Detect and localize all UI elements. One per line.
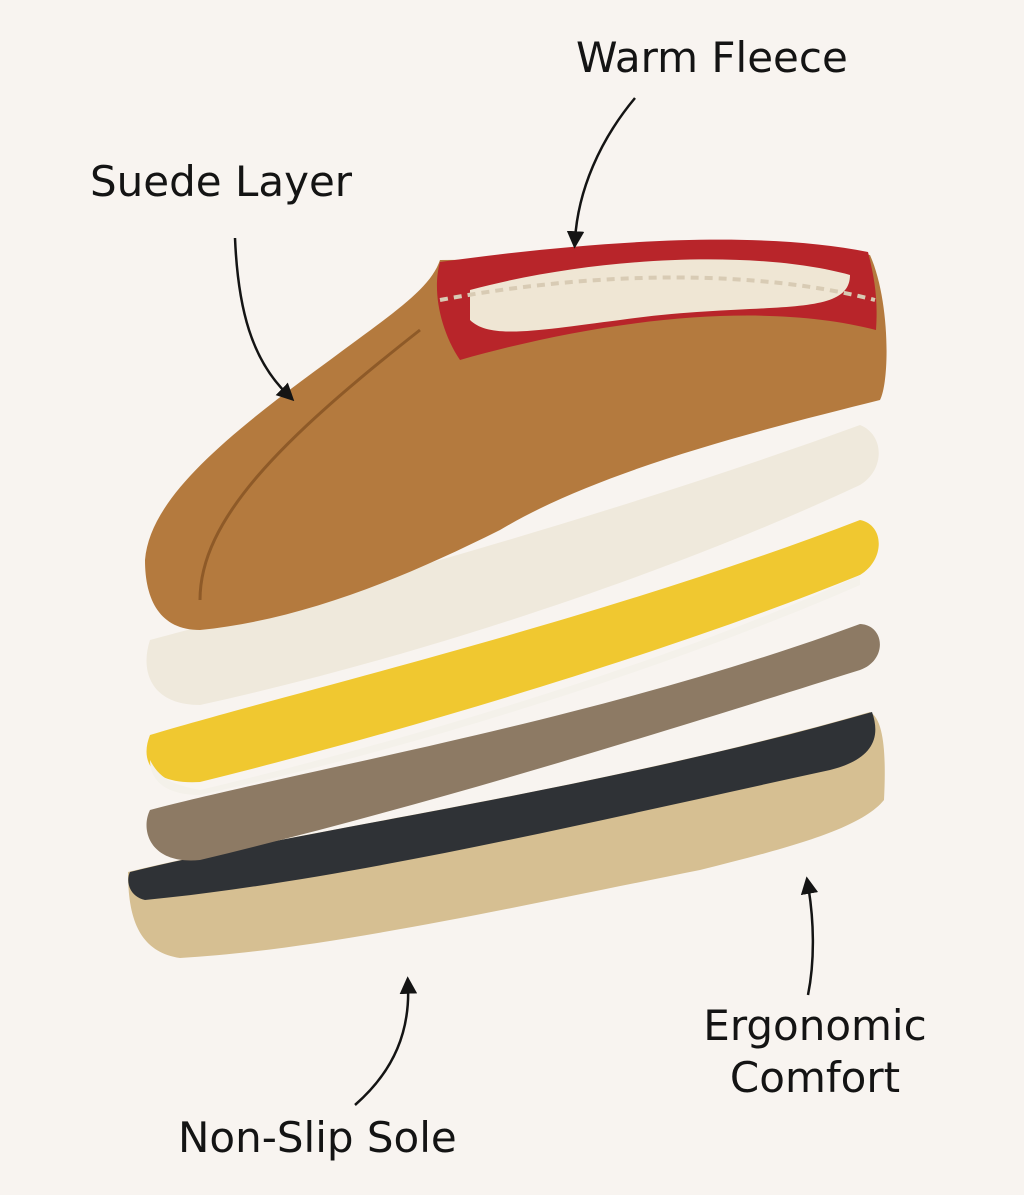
- arrow-warm-fleece: [566, 97, 636, 249]
- label-warm-fleece: Warm Fleece: [576, 33, 848, 82]
- label-suede-layer: Suede Layer: [90, 157, 353, 206]
- label-ergonomic-line1: Ergonomic: [703, 1001, 927, 1050]
- fleece-layer: [146, 425, 879, 705]
- arrow-ergonomic-comfort: [800, 876, 819, 996]
- non-slip-sole-layer: [128, 712, 885, 958]
- label-ergonomic-line2: Comfort: [729, 1053, 901, 1102]
- brown-insole-layer: [146, 624, 880, 861]
- arrow-non-slip-sole: [354, 976, 418, 1106]
- yellow-insole-layer: [146, 520, 879, 795]
- arrow-suede-layer: [233, 237, 295, 402]
- label-ergonomic-comfort: Ergonomic Comfort: [690, 1000, 940, 1104]
- label-non-slip-sole: Non-Slip Sole: [178, 1113, 457, 1162]
- suede-upper: [145, 239, 887, 630]
